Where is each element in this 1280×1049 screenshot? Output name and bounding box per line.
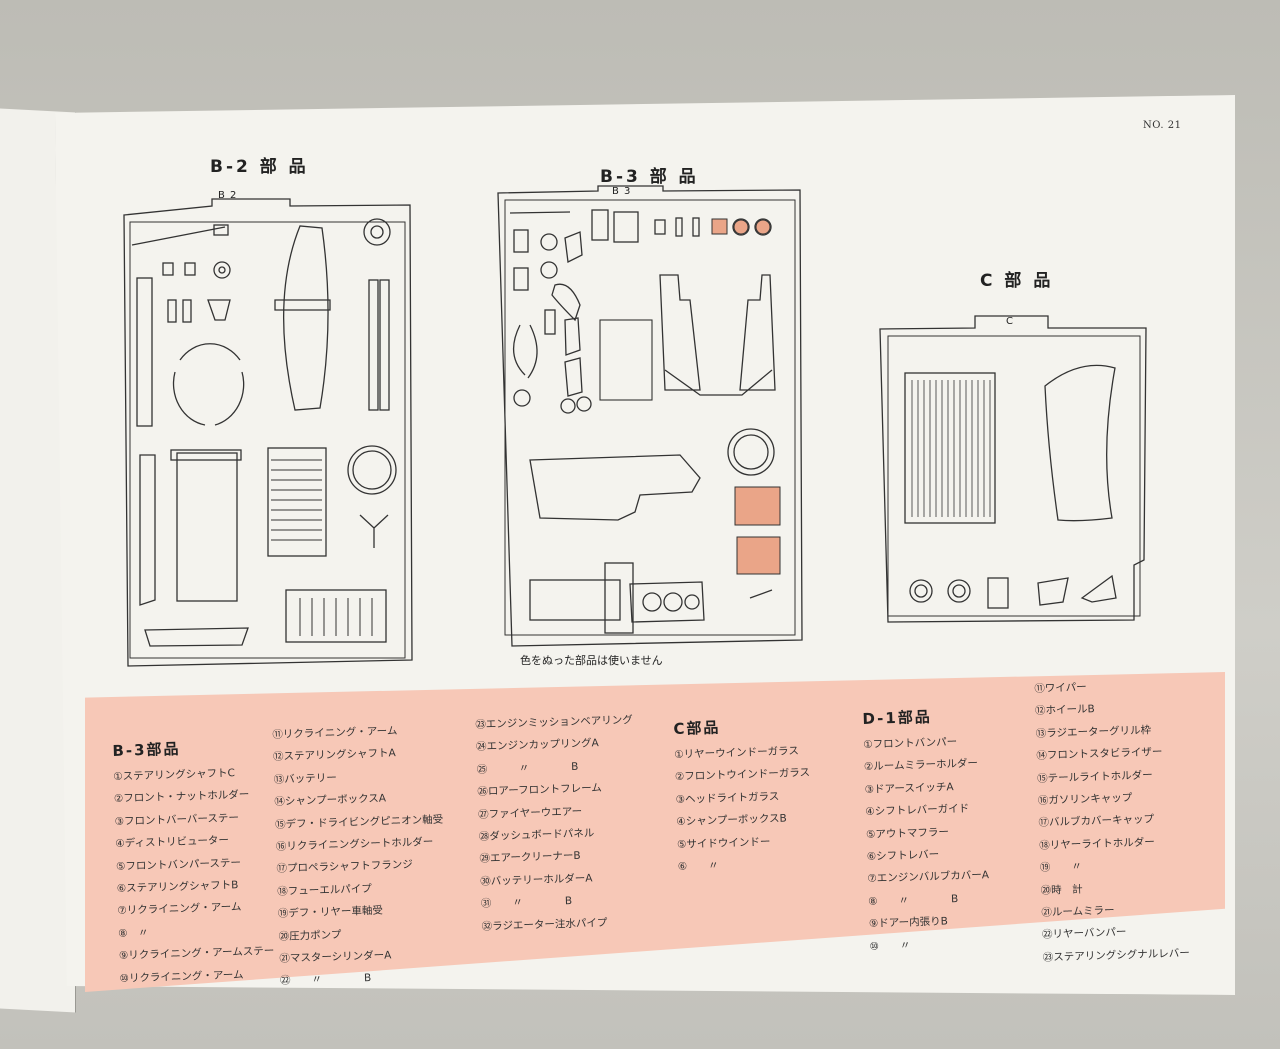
b2-grille-lines — [271, 459, 373, 636]
parts-list-b3-part2: ⑪リクライニング・アーム ⑫ステアリングシャフトA ⑬バッテリー ⑭シャンプーボ… — [272, 719, 448, 993]
list-item: ㉓ステアリングシグナルレバー — [1042, 947, 1190, 964]
heading-b2-parts: B-2 部 品 — [210, 157, 309, 177]
list-heading: D-1部品 — [862, 707, 933, 728]
unused-parts-note: 色をぬった部品は使いません — [520, 654, 663, 667]
list-heading: C部品 — [673, 718, 721, 738]
page-number: NO. 21 — [1143, 120, 1182, 131]
parts-list-c: C部品 ①リヤーウインドーガラス ②フロントウインドーガラス ③ヘッドライトガラ… — [673, 712, 813, 879]
heading-b3-parts: B-3 部 品 — [600, 167, 699, 187]
b2-frame-tag: B 2 — [218, 190, 238, 201]
b3-frame-tag: B 3 — [612, 186, 632, 197]
list-item: ⑭フロントスタビライザー — [1036, 746, 1163, 763]
list-item: ④シフトレバーガイド — [865, 802, 970, 819]
b3-parts-frame — [497, 185, 803, 647]
parts-list-b3-part3: ㉓エンジンミッションベアリング ㉔エンジンカップリングA ㉕ 〃 B ㉖ロアーフ… — [475, 709, 639, 938]
c-frame-tag: C — [1006, 316, 1014, 327]
list-heading: B-3部品 — [112, 739, 181, 760]
b3-unused-parts — [711, 218, 781, 575]
parts-list-d1-part2: ⑪ワイパー ⑫ホイールB ⑬ラジエーターグリル枠 ⑭フロントスタビライザー ⑮テ… — [1034, 673, 1190, 969]
parts-list-d1-part1: D-1部品 ①フロントバンパー ②ルームミラーホルダー ③ドアースイッチA ④シ… — [862, 702, 991, 958]
list-item: ⑦エンジンバルブカバーA — [867, 869, 990, 886]
list-item: ⑥ 〃 — [677, 859, 719, 873]
c-parts-frame — [879, 315, 1147, 623]
list-item: ②フロントウインドーガラス — [674, 767, 811, 784]
c-window-lines — [911, 380, 991, 517]
heading-c-parts: C 部 品 — [980, 271, 1054, 291]
b2-parts-frame — [123, 198, 413, 667]
parts-list-b3-part1: B-3部品 ①ステアリングシャフトC ②フロント・ナットホルダー ③フロントバー… — [112, 733, 275, 990]
list-item: ②ルームミラーホルダー — [863, 757, 979, 774]
list-item: ⑩ 〃 — [869, 939, 911, 953]
